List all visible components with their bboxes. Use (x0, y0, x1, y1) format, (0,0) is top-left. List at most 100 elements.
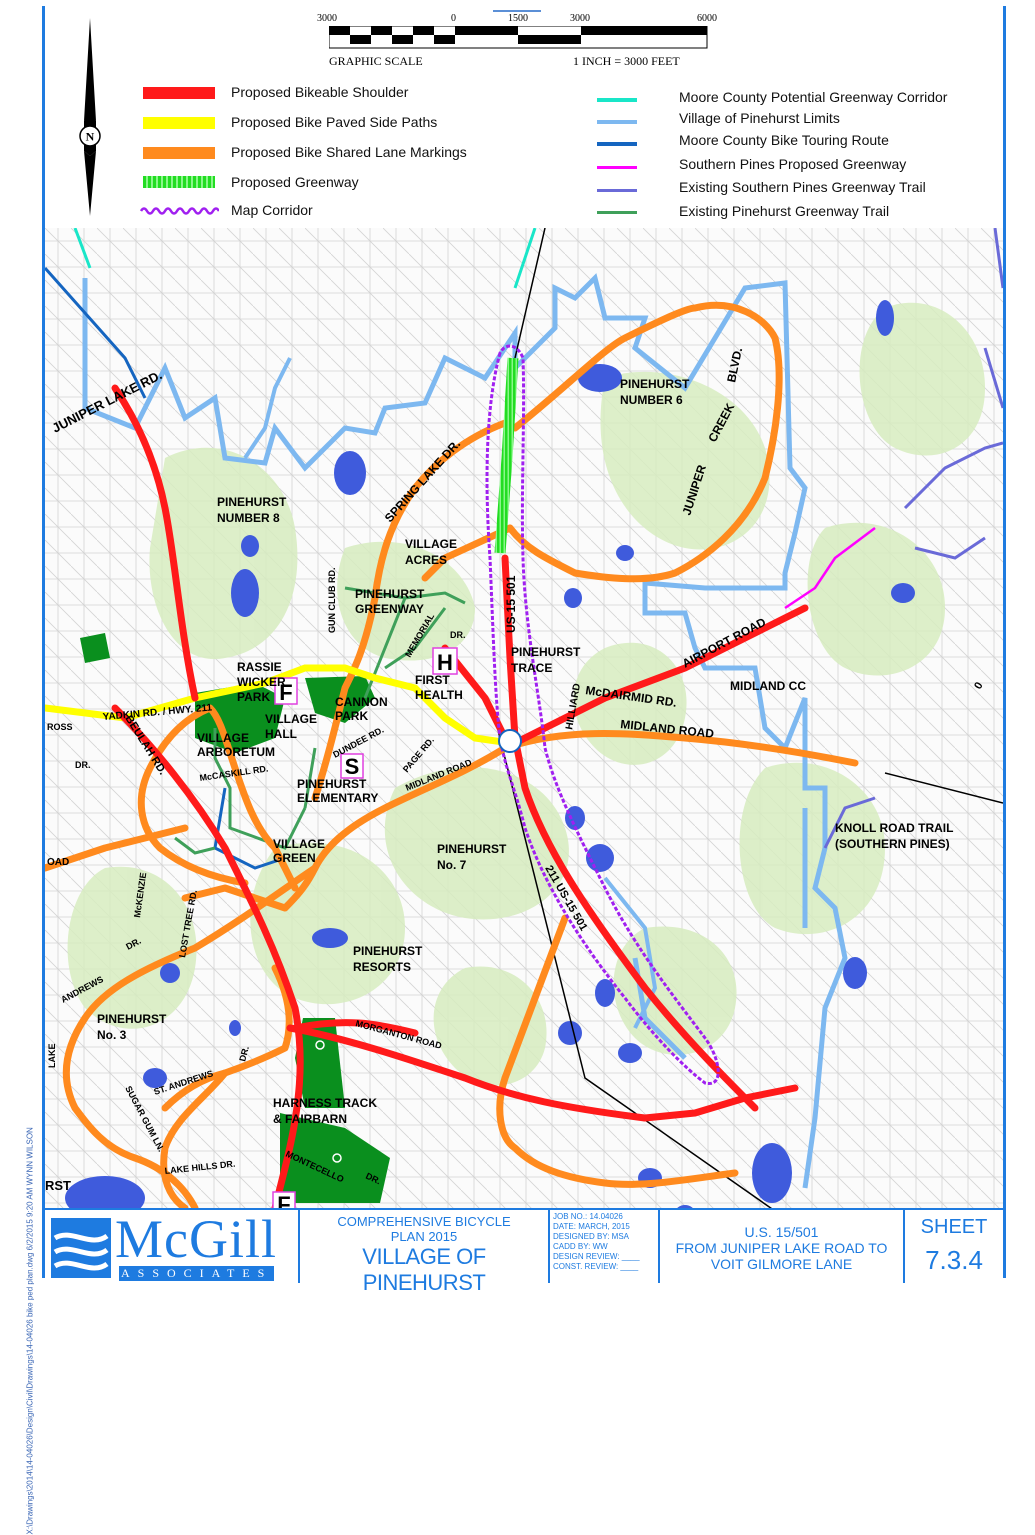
job-no: JOB NO.: 14.04026 (553, 1212, 623, 1221)
label-rassie-a: RASSIE (237, 660, 282, 674)
label-village-hall-a: VILLAGE (265, 712, 317, 726)
swatch-proposed-greenway (143, 176, 215, 188)
traffic-circle (498, 729, 522, 753)
open-space-areas (67, 302, 985, 1086)
label-memorial-dr: DR. (450, 630, 466, 640)
label-pinehurst-no6-b: NUMBER 6 (620, 393, 683, 407)
swatch-bike-touring (597, 142, 637, 146)
label-pinehurst-trace-b: TRACE (511, 661, 552, 675)
label-elementary-a: PINEHURST (297, 777, 367, 791)
route-line-3: VOIT GILMORE LANE (710, 1256, 853, 1272)
swatch-moore-potential-greenway (597, 98, 637, 102)
touring-route (45, 267, 286, 870)
title-block: McGill ASSOCIATES COMPREHENSIVE BICYCLE … (45, 1208, 1003, 1295)
label-knoll-b: (SOUTHERN PINES) (835, 837, 950, 851)
map-symbols: H F S F (272, 647, 458, 1208)
label-pinehurst-no7-b: No. 7 (437, 858, 467, 872)
fire-station-symbol-2: F (277, 1192, 290, 1208)
label-zero: 0 (972, 680, 985, 691)
route-line-1: U.S. 15/501 (744, 1224, 819, 1240)
const-review: CONST. REVIEW: ____ (553, 1262, 639, 1271)
cadd-by: CADD BY: WW (553, 1242, 608, 1251)
fire-station-symbol: F (279, 680, 292, 705)
label-midland-cc: MIDLAND CC (730, 679, 806, 693)
legend-bike-touring: Moore County Bike Touring Route (679, 132, 889, 148)
label-village-acres-b: ACRES (405, 553, 447, 567)
label-gun-club-rd: GUN CLUB RD. (327, 568, 337, 634)
sheet-frame (42, 6, 1006, 1278)
logo-text: McGill (115, 1209, 277, 1269)
sheet-cell: SHEET 7.3.4 (905, 1210, 1003, 1283)
label-first-health-b: HEALTH (415, 688, 463, 702)
scale-tick-2: 1500 (508, 13, 528, 24)
label-rassie-b: WICKER (237, 675, 286, 689)
plan-title-cell: COMPREHENSIVE BICYCLE PLAN 2015 VILLAGE … (300, 1210, 550, 1295)
legend-map-corridor: Map Corridor (231, 202, 313, 218)
mcgill-logo-icon (51, 1218, 111, 1278)
paved-side-path (45, 664, 514, 747)
scale-title: GRAPHIC SCALE (329, 54, 423, 68)
label-resorts-a: PINEHURST (353, 944, 423, 958)
bikeable-shoulder-routes (111, 384, 809, 1208)
label-lake: LAKE (47, 1044, 57, 1069)
swatch-shared-lane (143, 147, 215, 159)
label-village-hall-b: HALL (265, 727, 297, 741)
map-svg: H F S F JUNIPER LAKE RD. PINEHURST NUMBE… (45, 228, 1003, 1208)
label-elementary-b: ELEMENTARY (297, 791, 378, 805)
label-village-green-a: VILLAGE (273, 837, 325, 851)
label-rst: RST (45, 1178, 71, 1193)
legend-proposed-greenway: Proposed Greenway (231, 174, 359, 190)
legend-sp-proposed-greenway: Southern Pines Proposed Greenway (679, 156, 907, 172)
plan-line-2: PLAN 2015 (390, 1229, 458, 1244)
swatch-sp-proposed-greenway (597, 166, 637, 169)
label-village-green-b: GREEN (273, 851, 316, 865)
label-pinehurst-no3-b: No. 3 (97, 1028, 127, 1042)
label-cannon-b: PARK (335, 709, 368, 723)
label-village-arboretum-b: ARBORETUM (197, 745, 275, 759)
scale-tick-3: 3000 (570, 13, 590, 24)
drawing-path-text: X:\Drawings\2014\14-04026\Design\Civil\D… (25, 1127, 35, 1535)
legend-area: N 3000 0 1500 3000 6000 GRAPHIC SCALE 1 … (45, 6, 1003, 228)
plan-line-1: COMPREHENSIVE BICYCLE (337, 1214, 511, 1229)
sheet-number: 7.3.4 (925, 1245, 983, 1275)
route-line-2: FROM JUNIPER LAKE ROAD TO (675, 1240, 888, 1256)
label-rassie-c: PARK (237, 690, 270, 704)
swatch-bikeable-shoulder (143, 87, 215, 99)
proposed-greenway (494, 357, 519, 554)
swatch-bike-paved-side-paths (143, 117, 215, 129)
logo-cell: McGill ASSOCIATES (45, 1209, 300, 1283)
scale-bar (329, 26, 708, 49)
scale-tick-0: 3000 (317, 13, 337, 24)
designed-by: DESIGNED BY: MSA (553, 1232, 630, 1241)
map-corridor (485, 344, 720, 1085)
school-symbol: S (345, 754, 360, 779)
legend-bikeable-shoulder: Proposed Bikeable Shoulder (231, 84, 409, 100)
legend-bike-paved-side-paths: Proposed Bike Paved Side Paths (231, 114, 438, 130)
label-pinehurst-greenway-a: PINEHURST (355, 587, 425, 601)
scale-tick-1: 0 (451, 13, 456, 24)
north-label: N (86, 130, 95, 144)
label-oad: OAD (47, 857, 69, 868)
swatch-sp-existing-trail (597, 189, 637, 192)
label-st-andrews-dr: DR. (237, 1045, 251, 1063)
label-ross: ROSS (47, 722, 73, 732)
label-harness-a: HARNESS TRACK (273, 1096, 377, 1110)
pinehurst-limits (82, 273, 848, 1189)
legend-shared-lane: Proposed Bike Shared Lane Markings (231, 144, 467, 160)
label-pinehurst-no6-a: PINEHURST (620, 377, 690, 391)
label-first-health-a: FIRST (415, 673, 450, 687)
shared-lane-routes (45, 301, 859, 1208)
map-canvas[interactable]: H F S F JUNIPER LAKE RD. PINEHURST NUMBE… (45, 228, 1003, 1208)
pinehurst-existing-trail (174, 586, 466, 855)
label-resorts-b: RESORTS (353, 960, 411, 974)
highway-line (494, 228, 1003, 1208)
swatch-pinehurst-existing-trail (597, 211, 637, 214)
label-harness-b: & FAIRBARN (273, 1112, 347, 1126)
swatch-pinehurst-limits (597, 120, 637, 124)
label-pinehurst-no8-a: PINEHURST (217, 495, 287, 509)
legend-pinehurst-existing-trail: Existing Pinehurst Greenway Trail (679, 203, 890, 219)
label-pinehurst-no7-a: PINEHURST (437, 842, 507, 856)
scale-tick-4: 6000 (697, 13, 717, 24)
swatch-map-corridor (139, 207, 219, 215)
logo-subtext: ASSOCIATES (119, 1266, 275, 1281)
